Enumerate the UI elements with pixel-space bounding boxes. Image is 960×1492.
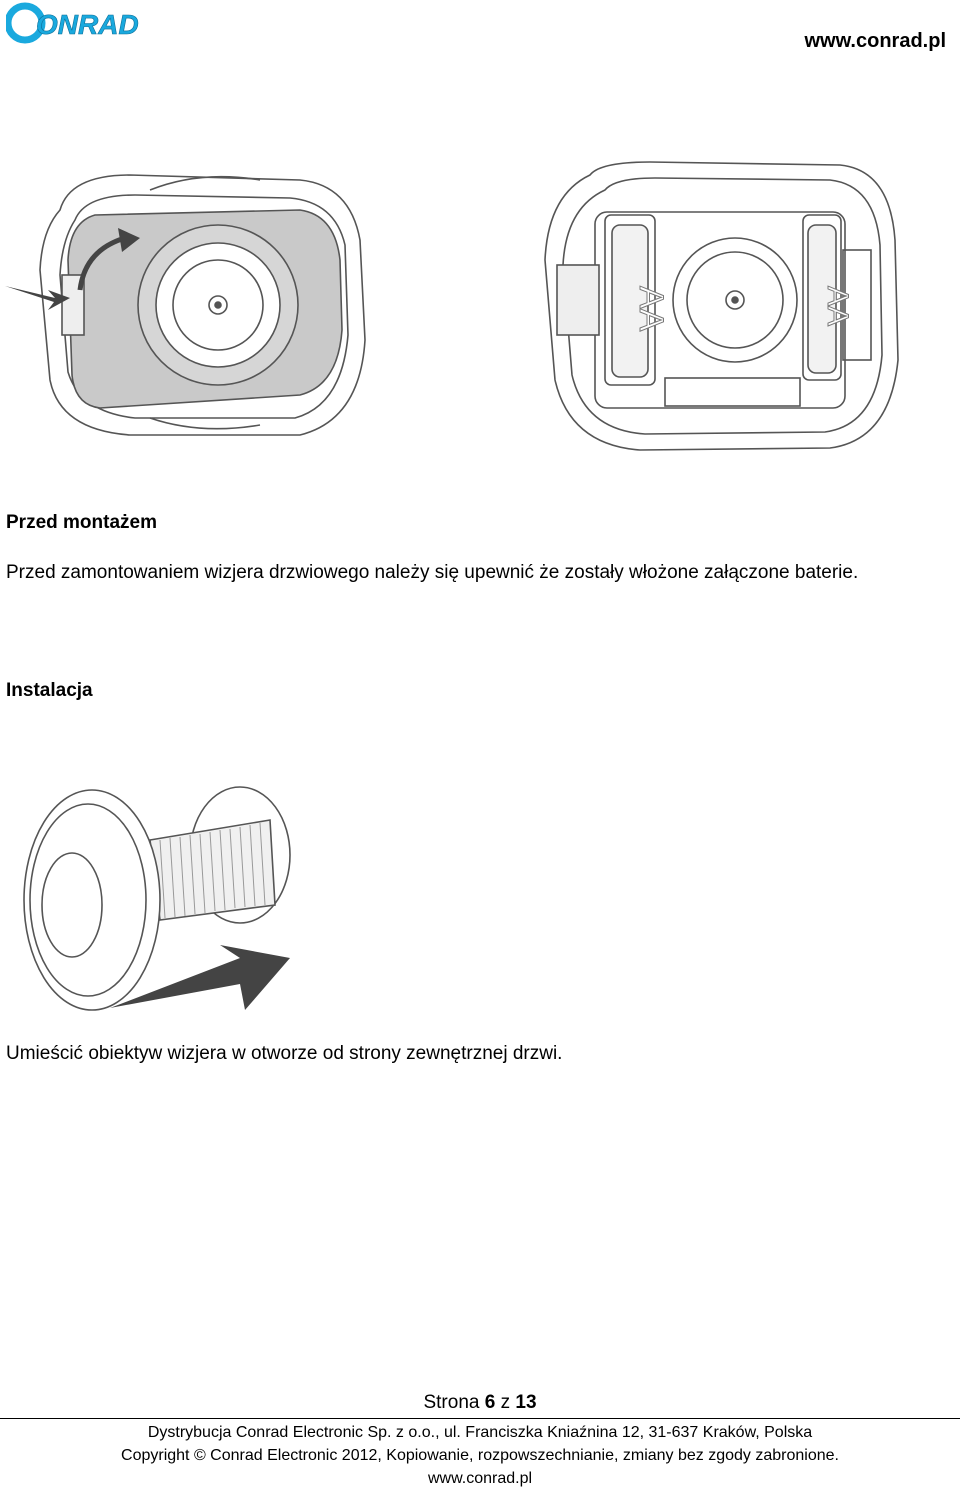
svg-text:ONRAD: ONRAD: [36, 9, 139, 40]
viewer-open-batteries: [544, 161, 899, 451]
section-paragraph: Przed zamontowaniem wizjera drzwiowego n…: [6, 562, 859, 583]
footer-divider: [0, 1418, 960, 1419]
section-heading-installation: Instalacja: [6, 680, 93, 701]
installation-caption: Umieścić obiektyw wizjera w otworze od s…: [6, 1043, 563, 1064]
battery-label-right: AA: [821, 286, 854, 326]
footer-address: Dystrybucja Conrad Electronic Sp. z o.o.…: [147, 1424, 813, 1441]
footer-url[interactable]: www.conrad.pl: [427, 1470, 533, 1487]
lens-installation-illustration: [23, 786, 291, 1011]
site-url[interactable]: www.conrad.pl: [804, 30, 947, 52]
open-arrow-icon: [77, 235, 126, 291]
battery-label-left: AA: [632, 286, 670, 332]
insert-arrow-icon: [5, 286, 70, 310]
page-number: Strona 6 z 13: [423, 1392, 537, 1413]
thread-lines: [159, 822, 266, 919]
battery-compartment-illustration: AA AA: [5, 161, 899, 451]
footer-copyright: Copyright © Conrad Electronic 2012, Kopi…: [121, 1447, 839, 1464]
conrad-logo[interactable]: ONRAD: [6, 2, 166, 44]
viewer-with-cover: [39, 174, 366, 436]
direction-arrow-icon: [110, 945, 290, 1010]
section-heading-before-mounting: Przed montażem: [6, 512, 157, 533]
